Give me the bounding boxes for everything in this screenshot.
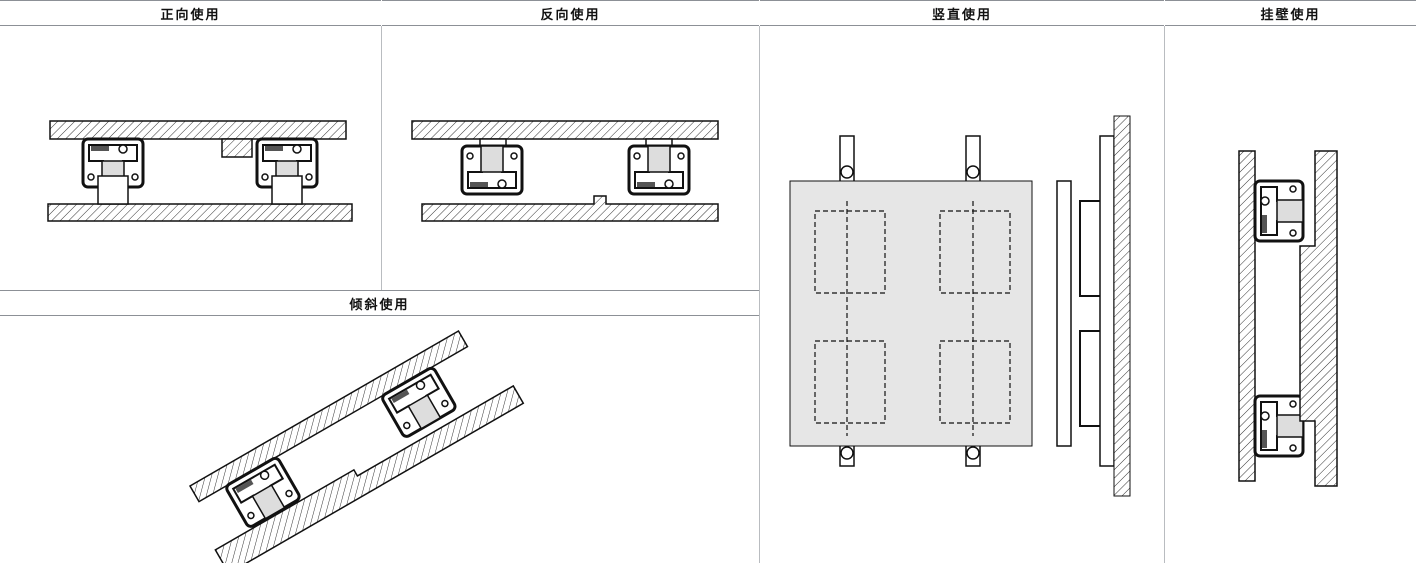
reverse-use-diagram <box>411 120 719 222</box>
divider-2 <box>759 26 760 563</box>
header-tilted-use: 倾斜使用 <box>0 290 759 316</box>
forward-use-diagram <box>47 120 353 222</box>
tilted-use-diagram <box>188 329 525 563</box>
divider-1 <box>381 26 382 290</box>
header-forward-use: 正向使用 <box>0 0 381 26</box>
divider-3 <box>1164 26 1165 563</box>
wall-mounted-use-diagram <box>1238 150 1338 487</box>
header-vertical-use: 竖直使用 <box>760 0 1164 26</box>
vertical-use-diagram <box>789 115 1131 497</box>
header-reverse-use: 反向使用 <box>382 0 759 26</box>
header-wall-mounted-use: 挂壁使用 <box>1165 0 1416 26</box>
